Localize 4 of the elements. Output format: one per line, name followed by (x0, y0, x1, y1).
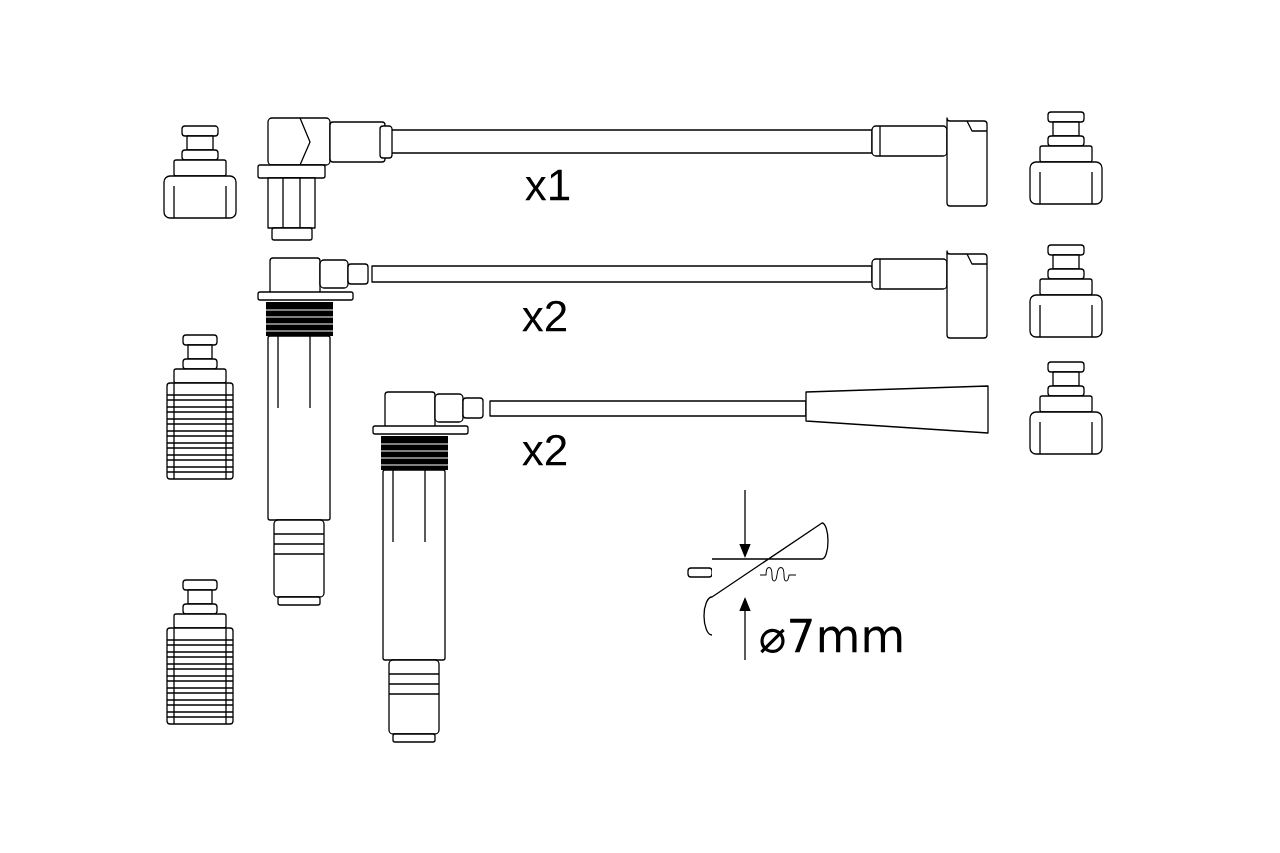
quantity-label: x2 (522, 300, 567, 332)
quantity-label: x2 (522, 434, 567, 466)
quantity-label: x1 (525, 169, 570, 201)
dimension-label: ⌀7mm (760, 618, 902, 654)
